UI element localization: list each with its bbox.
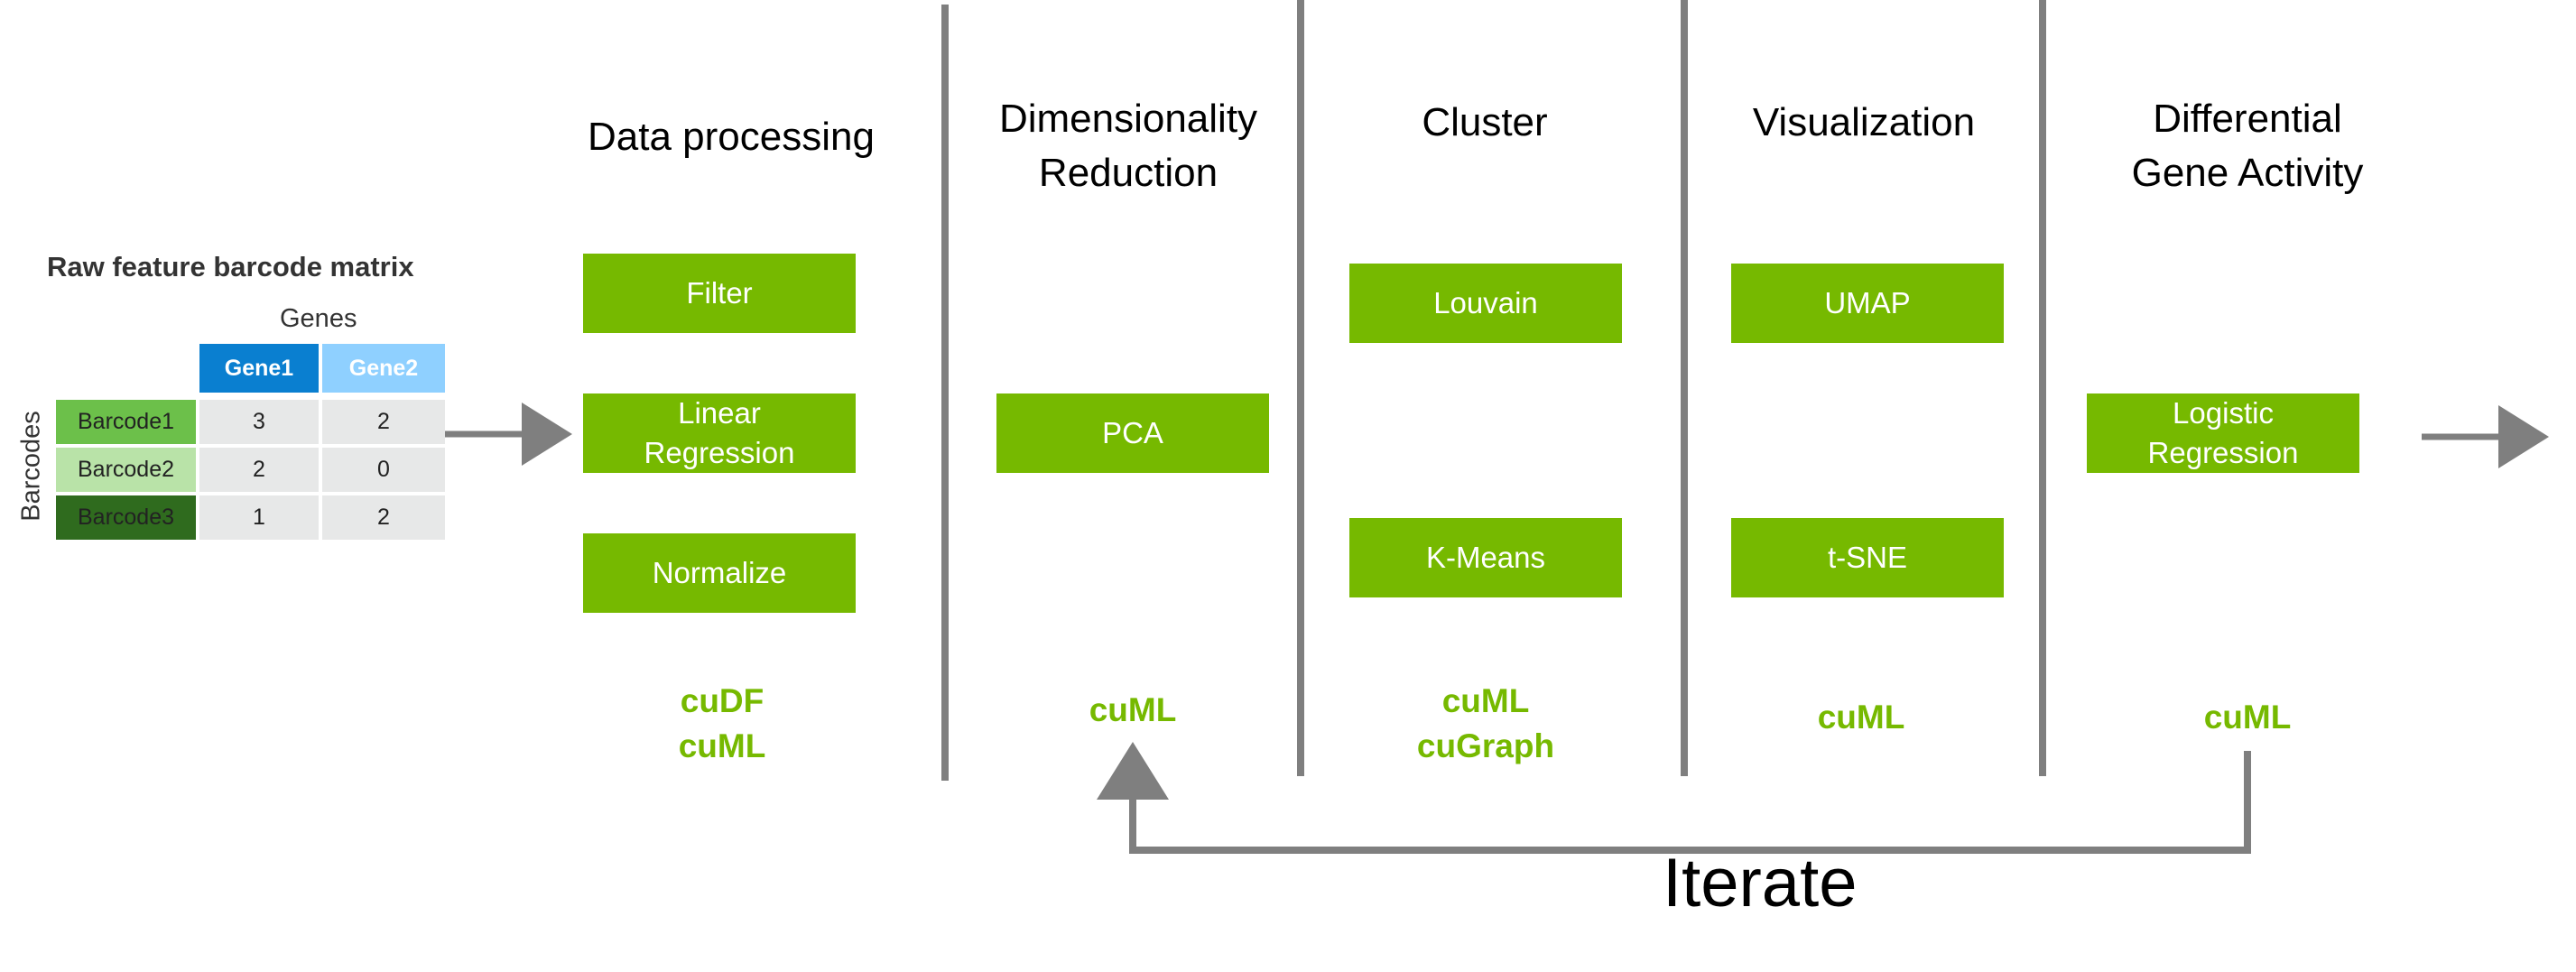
barcode3-label: Barcode3 [56, 495, 196, 540]
step-filter: Filter [583, 254, 856, 333]
iterate-label: Iterate [1663, 845, 1858, 921]
libs-data-processing: cuDF cuML [632, 679, 812, 769]
stage-title-differential-gene-activity: Differential Gene Activity [2131, 97, 2364, 195]
stage-divider-3 [1681, 0, 1688, 776]
stage-divider-4 [2039, 0, 2046, 776]
step-t-sne: t-SNE [1731, 518, 2004, 597]
stage-title-data-processing: Data processing [588, 115, 875, 159]
step-pca: PCA [996, 393, 1269, 473]
stage-divider-2 [1297, 0, 1304, 776]
libs-visualization: cuML [1771, 695, 1951, 740]
lib-label: cuML [1817, 699, 1905, 736]
lib-label: cuML [678, 727, 766, 764]
barcodes-label: Barcodes [16, 411, 46, 522]
matrix-cell: 2 [199, 448, 319, 492]
stage-title-dimensionality-reduction: Dimensionality Reduction [998, 97, 1258, 195]
libs-dimensionality-reduction: cuML [1042, 688, 1223, 733]
gene1-header: Gene1 [199, 344, 319, 393]
genes-label: Genes [280, 304, 357, 333]
step-louvain: Louvain [1349, 264, 1622, 343]
step-linear-regression: Linear Regression [583, 393, 856, 473]
stage-title-visualization: Visualization [1752, 100, 1976, 144]
stage-divider-1 [941, 5, 949, 781]
iterate-loop-arrow [1097, 742, 2251, 854]
lib-label: cuML [1089, 691, 1177, 728]
lib-label: cuML [1441, 682, 1530, 719]
gene2-header: Gene2 [322, 344, 445, 393]
stage-title-cluster: Cluster [1422, 100, 1548, 144]
matrix-cell: 2 [322, 400, 445, 444]
step-normalize: Normalize [583, 533, 856, 613]
libs-differential-gene-activity: cuML [2157, 695, 2338, 740]
step-logistic-regression: Logistic Regression [2087, 393, 2359, 473]
lib-label: cuGraph [1416, 727, 1555, 764]
step-k-means: K-Means [1349, 518, 1622, 597]
matrix-cell: 1 [199, 495, 319, 540]
barcode2-label: Barcode2 [56, 448, 196, 492]
lib-label: cuDF [680, 682, 764, 719]
step-umap: UMAP [1731, 264, 2004, 343]
matrix-cell: 3 [199, 400, 319, 444]
matrix-cell: 0 [322, 448, 445, 492]
matrix-title: Raw feature barcode matrix [47, 251, 414, 282]
matrix-cell: 2 [322, 495, 445, 540]
lib-label: cuML [2203, 699, 2292, 736]
libs-cluster: cuML cuGraph [1395, 679, 1576, 769]
barcode1-label: Barcode1 [56, 400, 196, 444]
